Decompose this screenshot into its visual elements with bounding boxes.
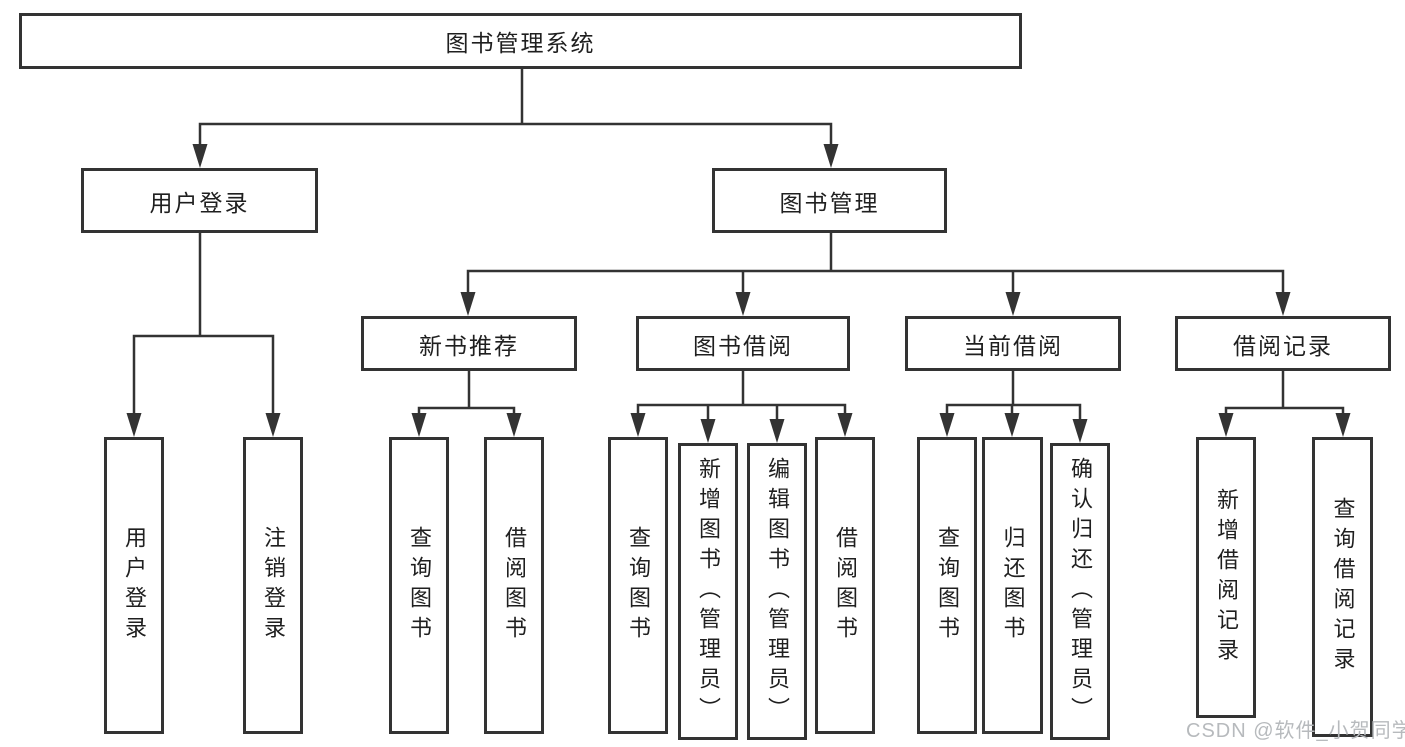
node-label: 查询借阅记录 xyxy=(1330,497,1356,677)
connector-bookmgmt-split xyxy=(466,231,1285,297)
arrow-down-icon xyxy=(939,413,955,437)
arrow-down-icon xyxy=(1275,292,1291,316)
node-label: 注销登录 xyxy=(261,525,286,646)
node-leaf-add-borrow-record: 新增借阅记录 xyxy=(1196,437,1256,718)
node-borrow-records: 借阅记录 xyxy=(1175,316,1391,371)
arrow-down-icon xyxy=(1005,292,1021,316)
arrow-down-icon xyxy=(630,413,646,437)
node-label: 图书管理系统 xyxy=(445,30,596,56)
arrow-down-icon xyxy=(265,413,281,437)
node-label: 图书管理 xyxy=(779,189,880,216)
arrow-down-icon xyxy=(411,413,427,437)
connector-userlogin-split xyxy=(132,231,275,418)
node-leaf-borrow-books-2: 借阅图书 xyxy=(815,437,875,734)
connector-paths xyxy=(132,67,1345,424)
connector-root-to-level2 xyxy=(198,67,833,150)
node-label: 新增图书（管理员） xyxy=(696,456,721,727)
connector-currentborrow-split xyxy=(945,369,1082,424)
node-label: 借阅图书 xyxy=(833,525,858,646)
arrow-down-icon xyxy=(460,292,476,316)
arrow-down-icon xyxy=(700,419,716,443)
arrow-down-icon xyxy=(1218,413,1234,437)
node-label: 编辑图书（管理员） xyxy=(765,456,790,727)
node-leaf-query-books-2: 查询图书 xyxy=(608,437,668,734)
node-leaf-return-books: 归还图书 xyxy=(982,437,1043,734)
node-label: 新增借阅记录 xyxy=(1214,487,1239,668)
node-label: 查询图书 xyxy=(407,525,432,646)
node-leaf-borrow-books-1: 借阅图书 xyxy=(484,437,544,734)
watermark: CSDN @软件_小贺同学 xyxy=(1186,720,1405,742)
node-library-system: 图书管理系统 xyxy=(19,13,1022,69)
node-leaf-query-books-3: 查询图书 xyxy=(917,437,977,734)
arrow-down-icon xyxy=(126,413,142,437)
node-new-book-recommend: 新书推荐 xyxy=(361,316,577,371)
node-leaf-query-borrow-record: 查询借阅记录 xyxy=(1312,437,1373,737)
arrow-down-icon xyxy=(1335,413,1351,437)
node-label: 用户登录 xyxy=(122,525,147,646)
arrowheads xyxy=(126,144,1351,443)
arrow-down-icon xyxy=(1004,413,1020,437)
node-current-borrowing: 当前借阅 xyxy=(905,316,1121,371)
arrow-down-icon xyxy=(735,292,751,316)
node-label: 用户登录 xyxy=(149,189,250,216)
node-label: 查询图书 xyxy=(626,525,651,646)
node-book-management: 图书管理 xyxy=(712,168,947,233)
arrow-down-icon xyxy=(506,413,522,437)
node-label: 确认归还（管理员） xyxy=(1068,456,1093,727)
node-label: 图书借阅 xyxy=(693,332,793,359)
node-leaf-edit-books-admin: 编辑图书（管理员） xyxy=(747,443,807,740)
arrow-down-icon xyxy=(837,413,853,437)
arrow-down-icon xyxy=(769,419,785,443)
node-label: 查询图书 xyxy=(935,525,960,646)
node-leaf-user-login: 用户登录 xyxy=(104,437,164,734)
node-user-login-module: 用户登录 xyxy=(81,168,318,233)
connector-borrowrecord-split xyxy=(1224,369,1345,418)
connector-bookborrow-split xyxy=(636,369,847,424)
node-leaf-add-books-admin: 新增图书（管理员） xyxy=(678,443,738,740)
arrow-down-icon xyxy=(192,144,208,168)
node-label: 新书推荐 xyxy=(419,332,519,359)
connector-newbook-split xyxy=(417,369,516,418)
node-leaf-confirm-return-admin: 确认归还（管理员） xyxy=(1050,443,1110,740)
arrow-down-icon xyxy=(823,144,839,168)
node-label: 归还图书 xyxy=(1000,525,1026,646)
node-leaf-query-books-1: 查询图书 xyxy=(389,437,449,734)
node-label: 当前借阅 xyxy=(963,332,1063,359)
node-label: 借阅图书 xyxy=(502,525,527,646)
arrow-down-icon xyxy=(1072,419,1088,443)
node-leaf-logout: 注销登录 xyxy=(243,437,303,734)
node-label: 借阅记录 xyxy=(1233,332,1333,359)
node-book-borrowing: 图书借阅 xyxy=(636,316,850,371)
